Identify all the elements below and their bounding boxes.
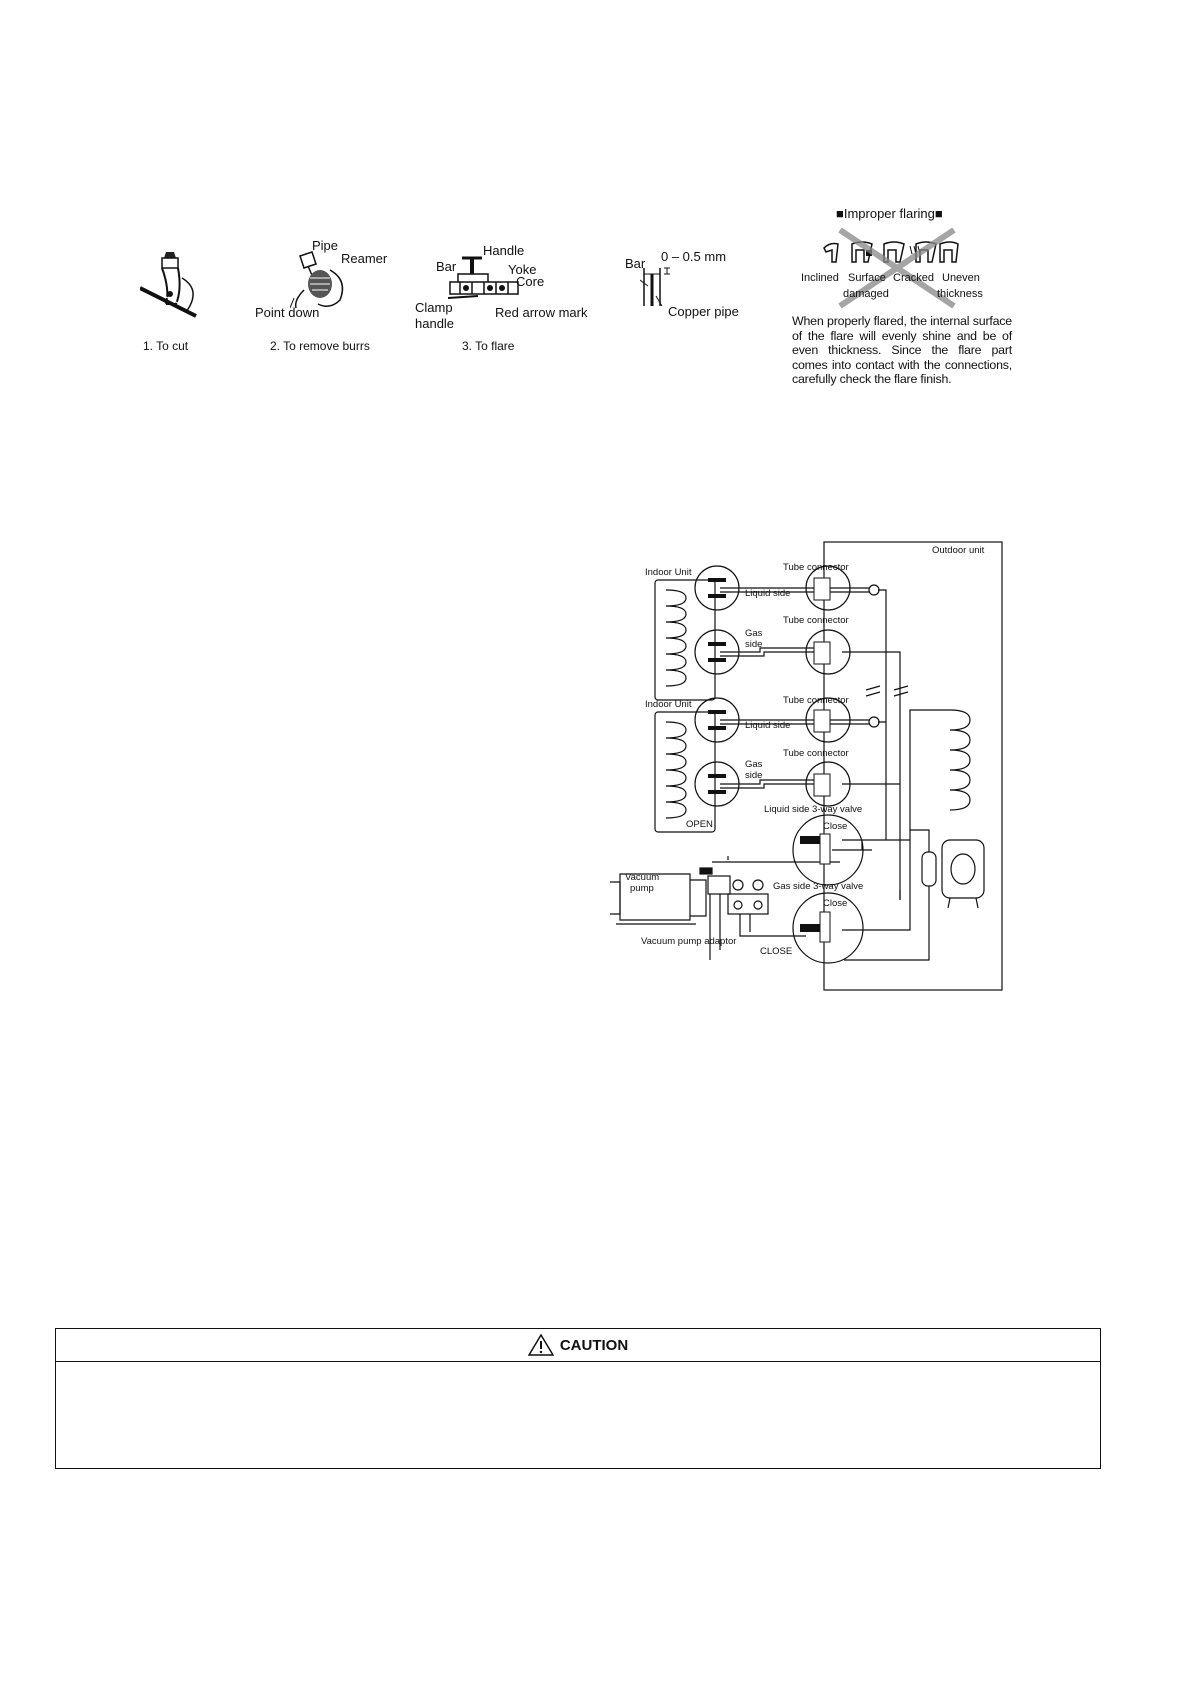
gas-valve-label: Gas side 3-way valve xyxy=(773,881,864,892)
clamp-handle-label: handle xyxy=(415,316,455,331)
gas-2-label: Gas xyxy=(745,759,763,770)
pump-label: pump xyxy=(630,883,654,894)
vacuum-piping-diagram xyxy=(610,541,1003,991)
reamer-illustration xyxy=(290,251,344,309)
tube-connector-4-label: Tube connector xyxy=(783,748,849,759)
caution-header: CAUTION xyxy=(56,1329,1100,1362)
flare-depth-illustration xyxy=(640,267,670,307)
improper-flare-shapes xyxy=(823,228,959,309)
damaged-label: damaged xyxy=(843,288,889,300)
bar-label: Bar xyxy=(436,259,457,274)
gas-1-label: Gas xyxy=(745,628,763,639)
yoke-label: Yoke xyxy=(508,262,537,277)
close-caps-label: CLOSE xyxy=(760,946,793,957)
clamp-label: Clamp xyxy=(415,300,453,315)
tube-connector-2-label: Tube connector xyxy=(783,615,849,626)
bar-2-label: Bar xyxy=(625,256,646,271)
step3-caption: 3. To flare xyxy=(462,339,515,353)
open-label: OPEN xyxy=(686,819,713,830)
uneven-label: Uneven xyxy=(942,272,980,284)
gas-2-side-label: side xyxy=(745,770,763,781)
proper-flaring-note: When properly flared, the internal surfa… xyxy=(792,314,1012,387)
pipe-label: Pipe xyxy=(312,238,339,253)
close-1-label: Close xyxy=(823,821,848,832)
point-down-label: Point down xyxy=(255,305,320,320)
step1-caption: 1. To cut xyxy=(143,339,189,353)
outdoor-unit-label: Outdoor unit xyxy=(932,545,985,556)
caution-box: CAUTION xyxy=(55,1328,1101,1469)
vacuum-label: Vacuum xyxy=(625,872,660,883)
core-label: Core xyxy=(516,274,545,289)
tube-connector-1-label: Tube connector xyxy=(783,562,849,573)
tolerance-label: 0 – 0.5 mm xyxy=(661,249,727,264)
step2-caption: 2. To remove burrs xyxy=(270,339,370,353)
tube-connector-3-label: Tube connector xyxy=(783,695,849,706)
liquid-valve-label: Liquid side 3-way valve xyxy=(764,804,863,815)
close-2-label: Close xyxy=(823,898,848,909)
gas-1-side-label: side xyxy=(745,639,763,650)
surface-label: Surface xyxy=(848,272,886,284)
thickness-label: thickness xyxy=(937,288,983,300)
flaring-tool-illustration xyxy=(448,256,519,299)
improper-flaring-title: ■Improper flaring■ xyxy=(836,206,943,221)
caution-title: CAUTION xyxy=(559,1336,629,1354)
liquid-side-2-label: Liquid side xyxy=(745,720,791,731)
liquid-side-1-label: Liquid side xyxy=(745,588,791,599)
reamer-label: Reamer xyxy=(341,251,388,266)
vacuum-pump-adaptor-label: Vacuum pump adaptor xyxy=(641,936,737,947)
pipe-cutter-illustration xyxy=(140,252,199,318)
warning-triangle-icon xyxy=(527,1334,554,1356)
cracked-label: Cracked xyxy=(893,272,934,284)
indoor-unit-1-label: Indoor Unit xyxy=(645,567,692,578)
red-arrow-mark-label: Red arrow mark xyxy=(495,305,588,320)
indoor-unit-2-label: Indoor Unit xyxy=(645,699,692,710)
handle-label: Handle xyxy=(483,243,525,258)
copper-pipe-label: Copper pipe xyxy=(668,304,739,319)
inclined-label: Inclined xyxy=(801,272,839,284)
